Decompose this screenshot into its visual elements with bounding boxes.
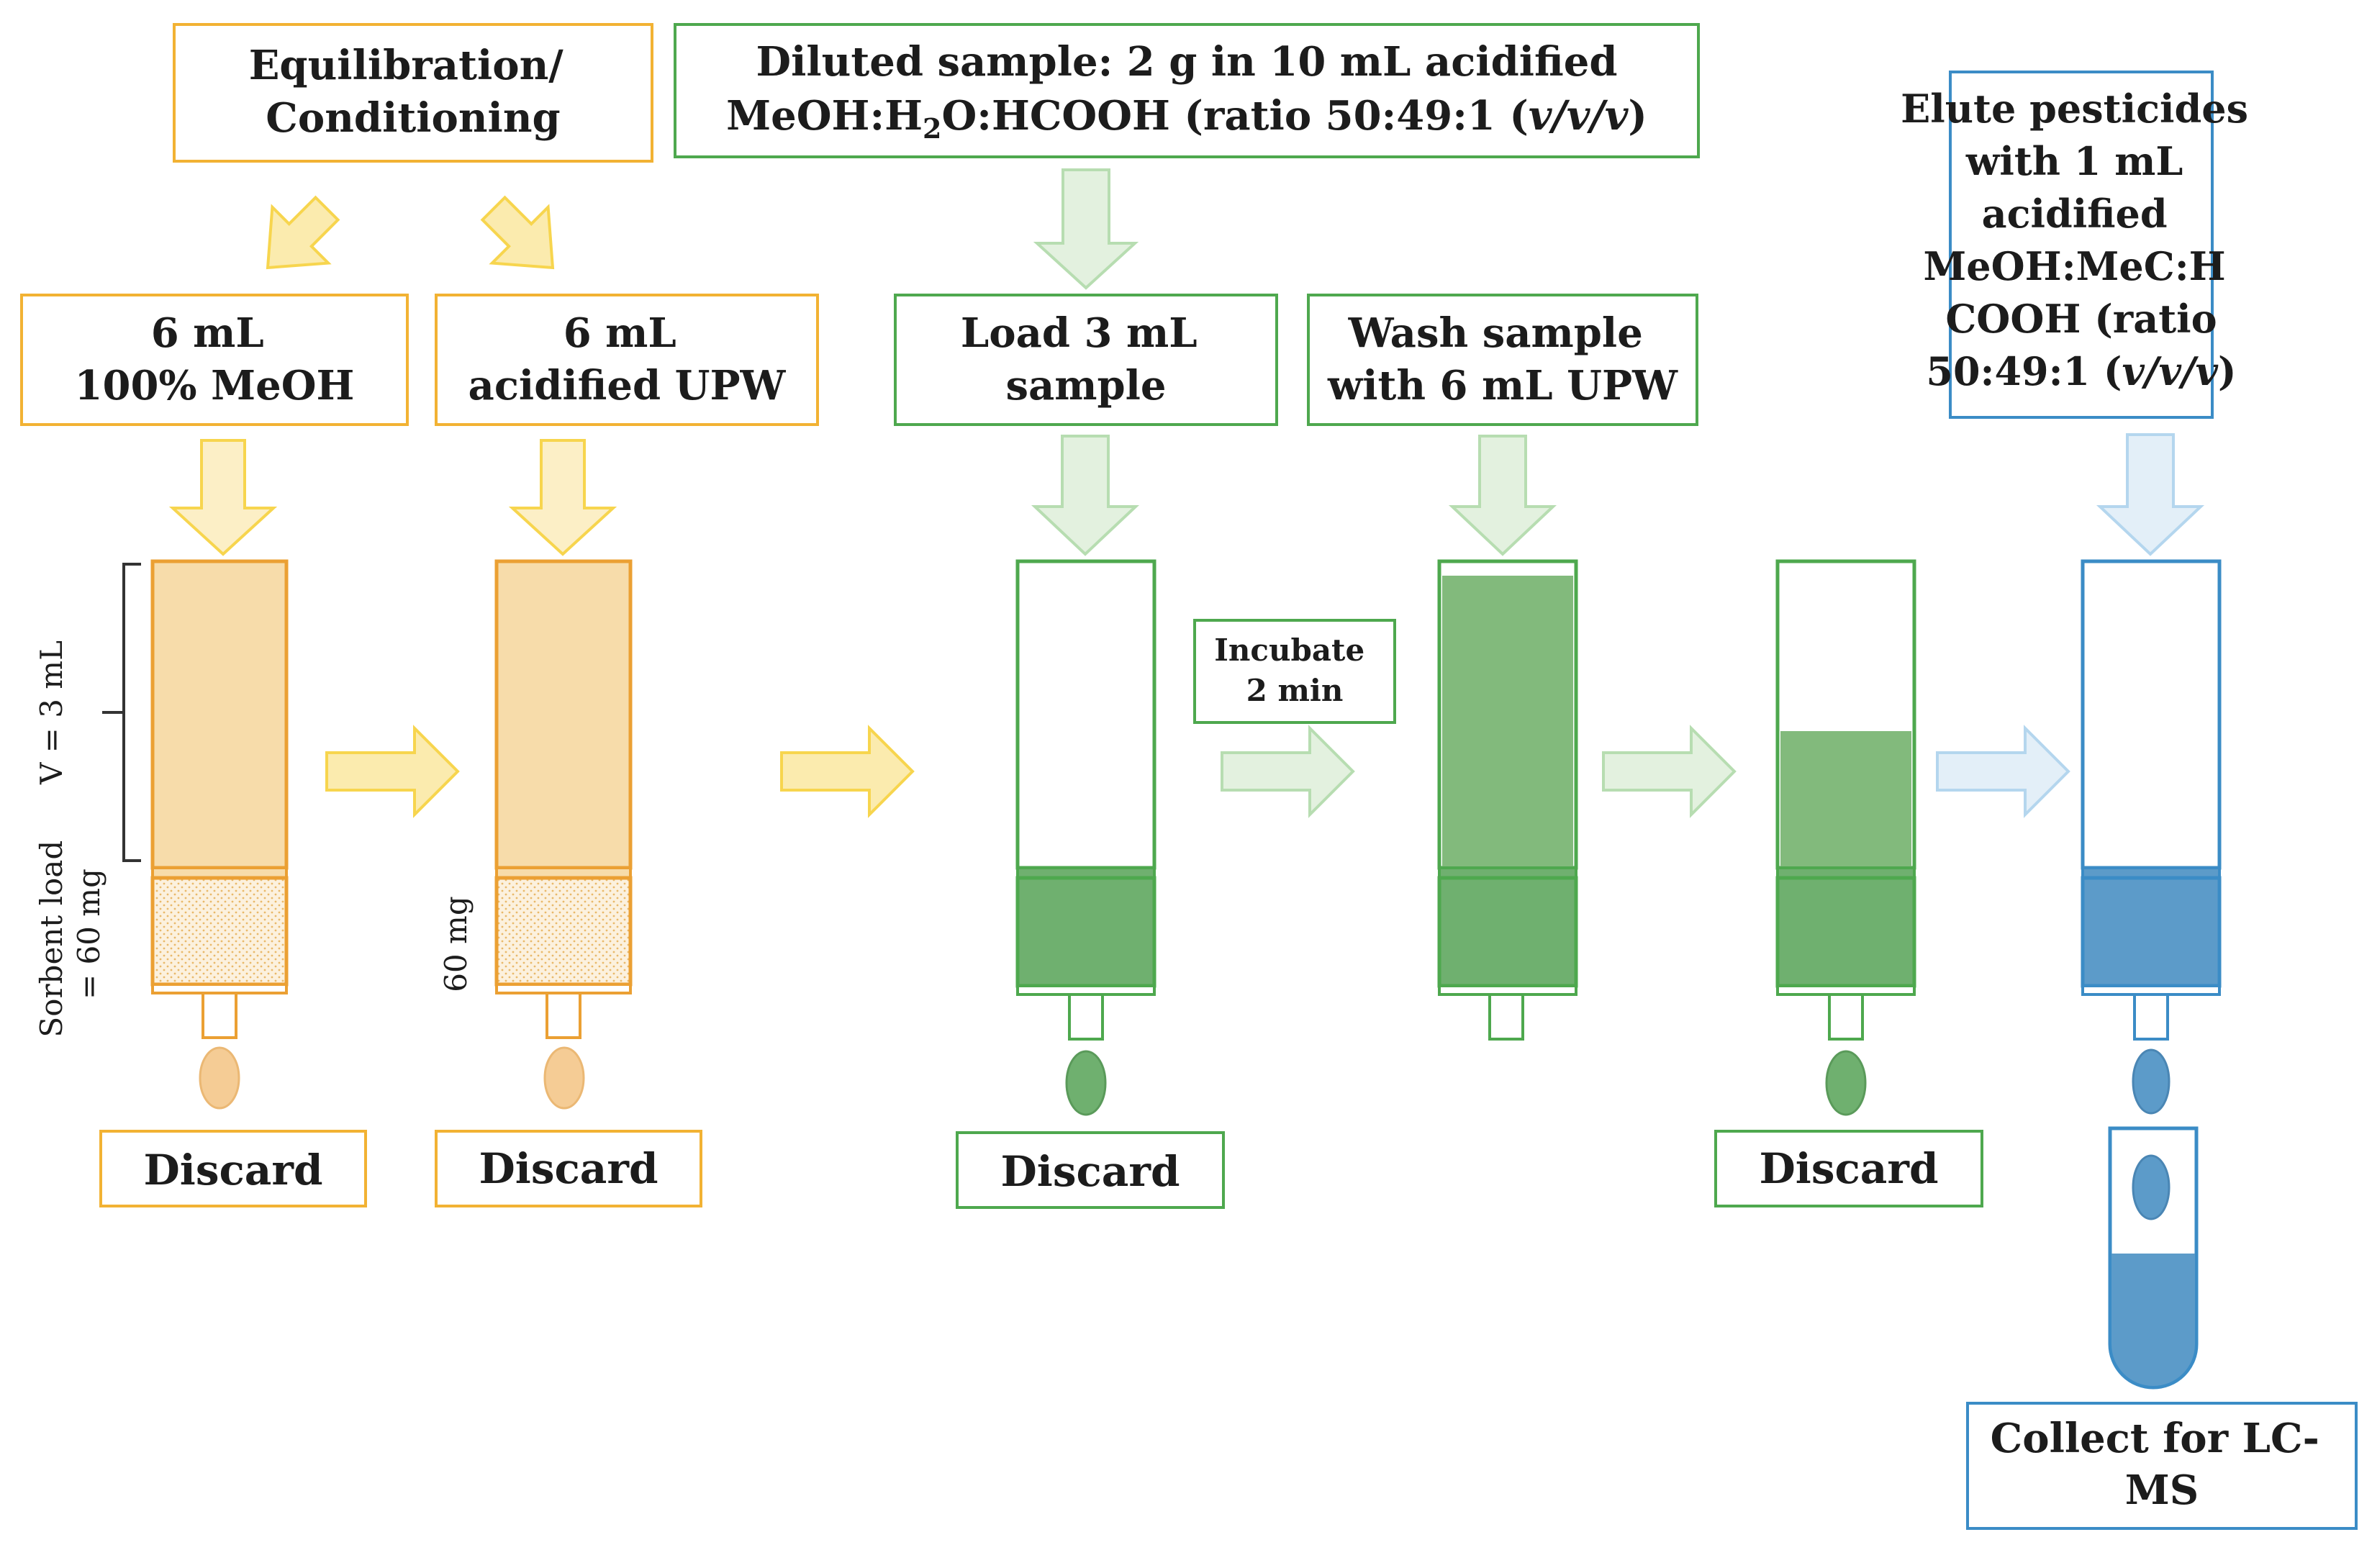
svg-text:Discard: Discard: [144, 1146, 323, 1195]
drop-meoh: [199, 1046, 240, 1110]
volume-bracket: [102, 563, 141, 862]
arrow-right-4: [1602, 725, 1737, 818]
arrow-down-wash: [1448, 435, 1557, 556]
arrow-right-2: [780, 725, 915, 818]
discard-box-wash: Discard: [1714, 1130, 1983, 1207]
cartridge-upw: [494, 559, 633, 1039]
elute-ratio-line: 50:49:1 (v/v/v): [1926, 348, 2236, 394]
drop-in-tube: [2132, 1154, 2170, 1220]
arrow-down-load: [1031, 435, 1140, 556]
diluted-sample-line-2: MeOH:H2O:HCOOH (ratio 50:49:1 (v/v/v): [726, 92, 1647, 145]
meoh-step-box: 6 mL 100% MeOH: [20, 294, 409, 426]
incubate-box: Incubate 2 min: [1193, 619, 1396, 724]
svg-text:Equilibration/ Condition: Equilibration/ Conditioning: [249, 42, 577, 142]
sorbent-label: Sorbent load = 60 mg: [34, 830, 107, 1037]
arrow-diag-left: [266, 195, 340, 270]
svg-text:Incubate 2 min: Incubate 2 min: [1214, 633, 1375, 708]
arrow-right-5: [1936, 725, 2070, 818]
arrow-down-elute: [2096, 433, 2205, 556]
collection-tube: [2108, 1126, 2199, 1390]
svg-text:Collect for LC- MS: Collect for LC- MS: [1991, 1415, 2334, 1514]
equilibration-box: Equilibration/ Conditioning: [173, 23, 653, 163]
arrow-down-sample: [1033, 168, 1139, 290]
upw-step-box: 6 mL acidified UPW: [435, 294, 819, 426]
collect-box: Collect for LC- MS: [1966, 1402, 2358, 1530]
svg-text:Load 3 mL sample: Load 3 mL sample: [961, 309, 1211, 409]
diluted-sample-box: Diluted sample: 2 g in 10 mL acidified M…: [674, 23, 1700, 158]
elute-step-box: Elute pesticides with 1 mL acidified MeO…: [1901, 71, 2262, 419]
svg-text:Elute pesticides with 1: Elute pesticides with 1 mL acidified MeO…: [1901, 86, 2262, 342]
svg-text:Discard: Discard: [1001, 1147, 1180, 1196]
drop-load: [1065, 1050, 1107, 1116]
arrow-right-1: [325, 725, 460, 818]
cartridge-wash: [1437, 559, 1578, 1041]
drop-elute: [2132, 1048, 2170, 1115]
volume-label: V = 3 mL: [34, 640, 69, 785]
cartridge-elute: [2081, 559, 2222, 1041]
arrow-down-meoh: [168, 439, 278, 556]
discard-box-upw: Discard: [435, 1130, 702, 1207]
svg-text:6 mL 100% MeOH: 6 mL 100% MeOH: [75, 309, 355, 409]
cartridge-wash-drain: [1775, 559, 1916, 1041]
discard-box-meoh: Discard: [99, 1130, 367, 1207]
drop-wash: [1825, 1050, 1867, 1116]
sorbent-short-label: 60 mg: [438, 896, 474, 992]
drop-upw: [543, 1046, 585, 1110]
cartridge-load: [1015, 559, 1156, 1041]
svg-text:6 mL acidified UPW: 6 mL acidified UPW: [468, 309, 787, 409]
diluted-sample-line-1: Diluted sample: 2 g in 10 mL acidified: [756, 38, 1618, 86]
arrow-diag-right: [480, 195, 555, 270]
cartridge-meoh: [150, 559, 289, 1039]
wash-step-box: Wash sample with 6 mL UPW: [1307, 294, 1698, 426]
svg-text:Discard: Discard: [1760, 1144, 1939, 1193]
svg-text:Discard: Discard: [479, 1144, 658, 1193]
discard-box-load: Discard: [956, 1131, 1225, 1209]
load-step-box: Load 3 mL sample: [894, 294, 1278, 426]
arrow-right-3: [1221, 725, 1355, 818]
svg-text:Wash sample with 6 mL UP: Wash sample with 6 mL UPW: [1327, 309, 1678, 409]
arrow-down-upw: [508, 439, 617, 556]
